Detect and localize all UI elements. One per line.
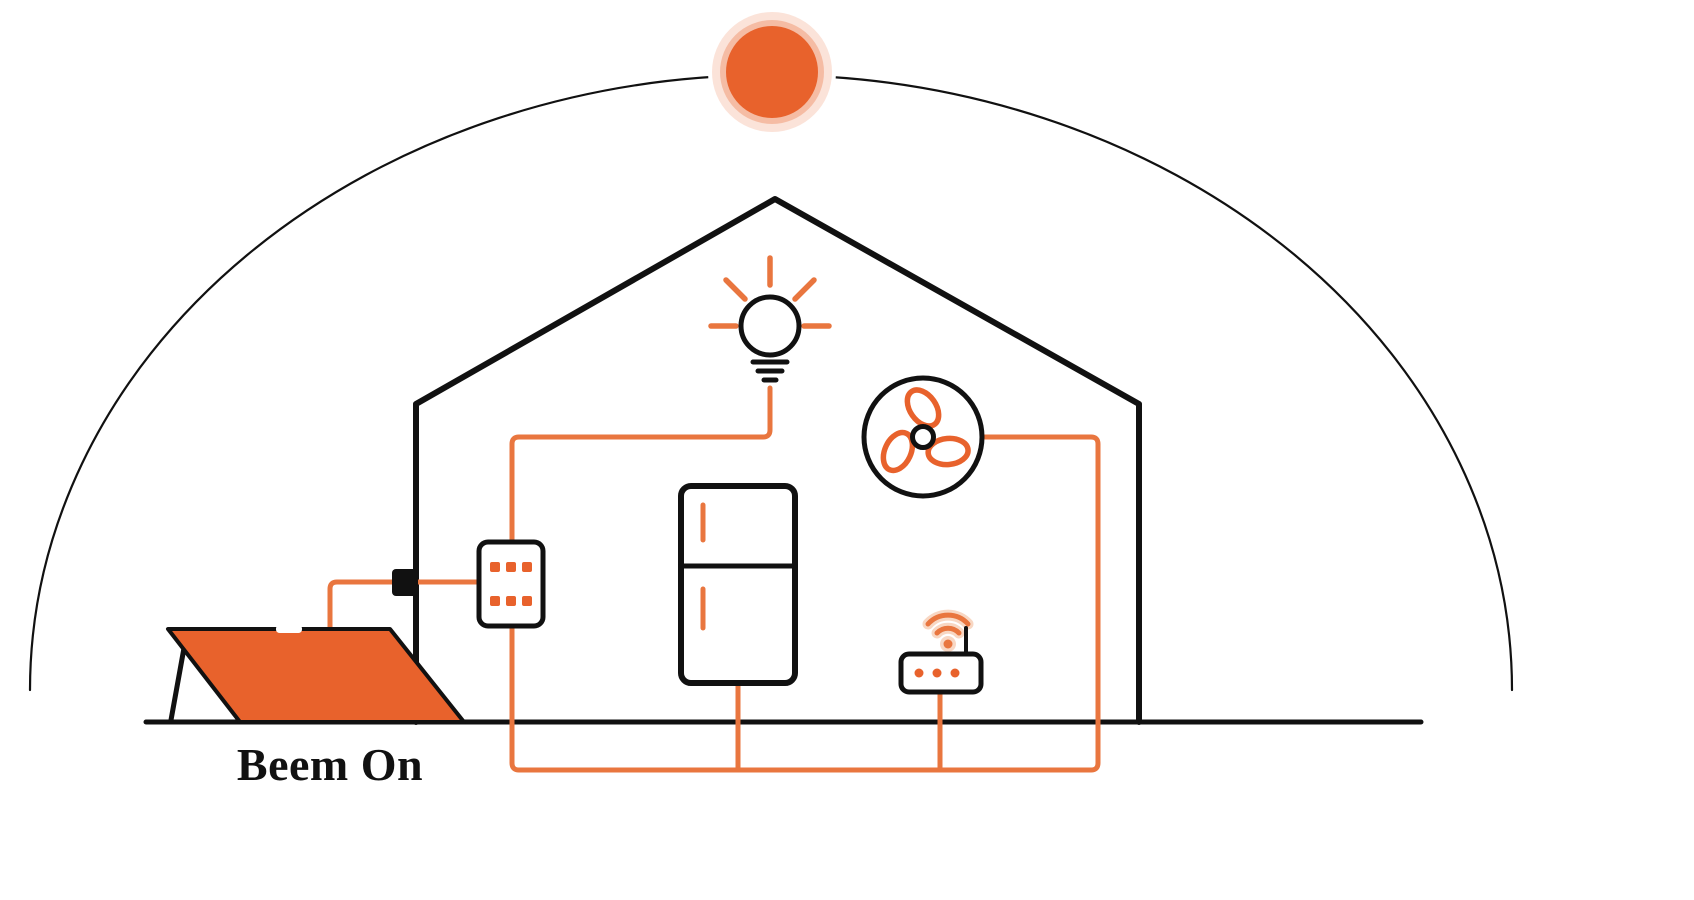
- bulb-rays: [708, 255, 832, 329]
- house-outline: [413, 196, 1142, 725]
- sun-icon: [708, 8, 836, 136]
- router-icon: [898, 626, 984, 695]
- fan-icon: [861, 375, 985, 499]
- solar-panel-icon: [166, 625, 466, 724]
- wiring: [327, 385, 1101, 773]
- breaker-box-icon: [476, 539, 546, 629]
- panel-highlight: [276, 625, 302, 633]
- wire-main-loop: [509, 385, 1101, 773]
- wall-connector-icon: [392, 569, 418, 596]
- panel-kickstand: [168, 645, 187, 723]
- light-bulb-icon: [708, 255, 832, 383]
- wifi-icon: [922, 609, 974, 652]
- brand-label: Beem On: [237, 739, 423, 790]
- refrigerator-icon: [678, 483, 798, 686]
- wire-panel-feed: [327, 579, 484, 643]
